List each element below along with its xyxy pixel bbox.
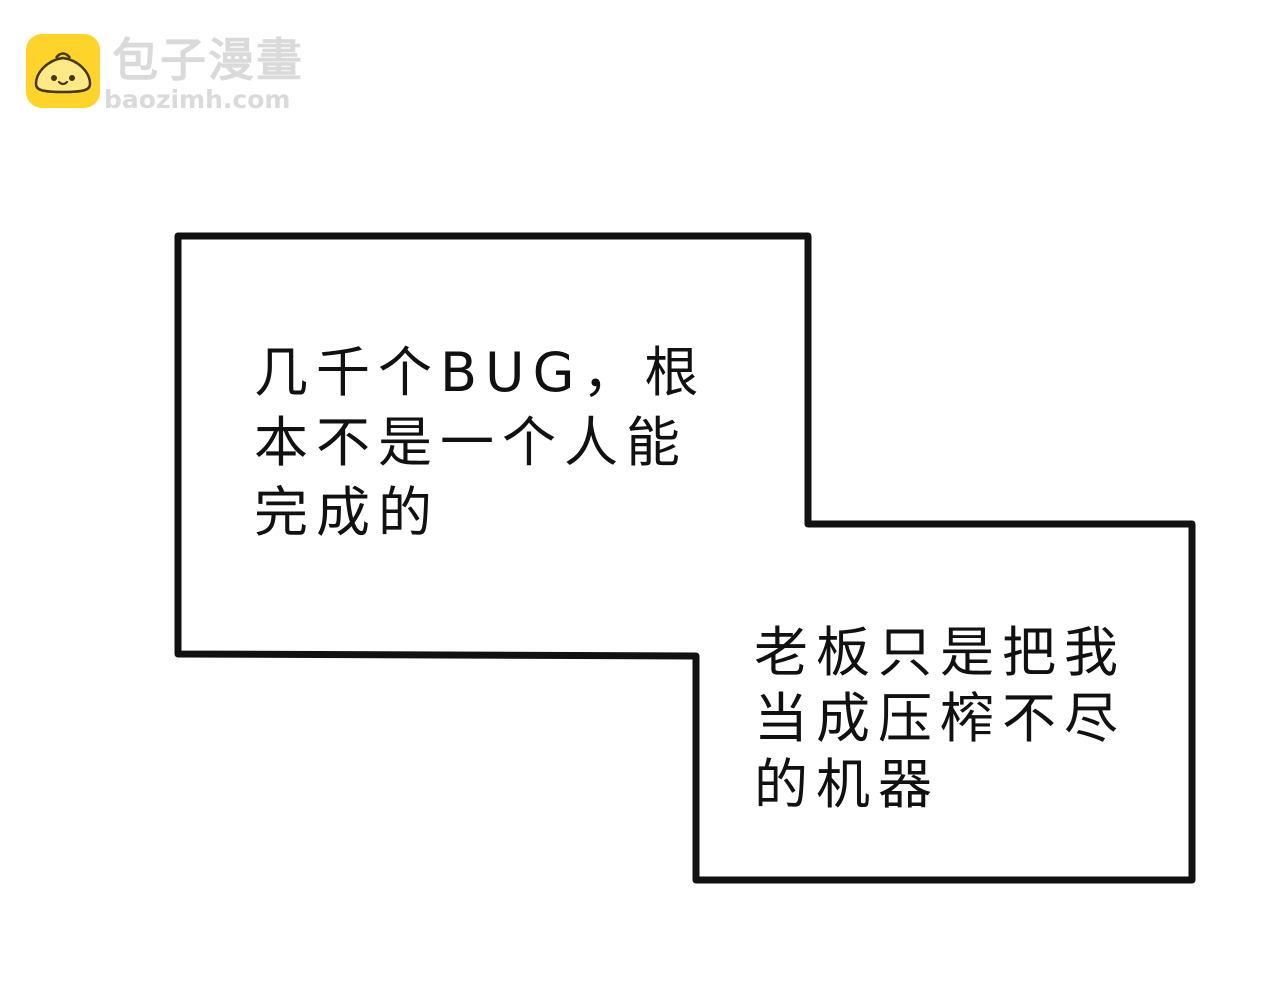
watermark-site-url: baozimh.com [104, 85, 291, 114]
watermark-site-name: 包子漫畫 [112, 33, 304, 87]
caption-text-lower: 老板只是把我 当成压榨不尽 的机器 [754, 621, 1126, 816]
caption-text-upper: 几千个BUG，根 本不是一个人能 完成的 [254, 341, 707, 544]
bun-mascot-icon [26, 34, 100, 108]
watermark: 包子漫畫 baozimh.com [26, 34, 326, 124]
